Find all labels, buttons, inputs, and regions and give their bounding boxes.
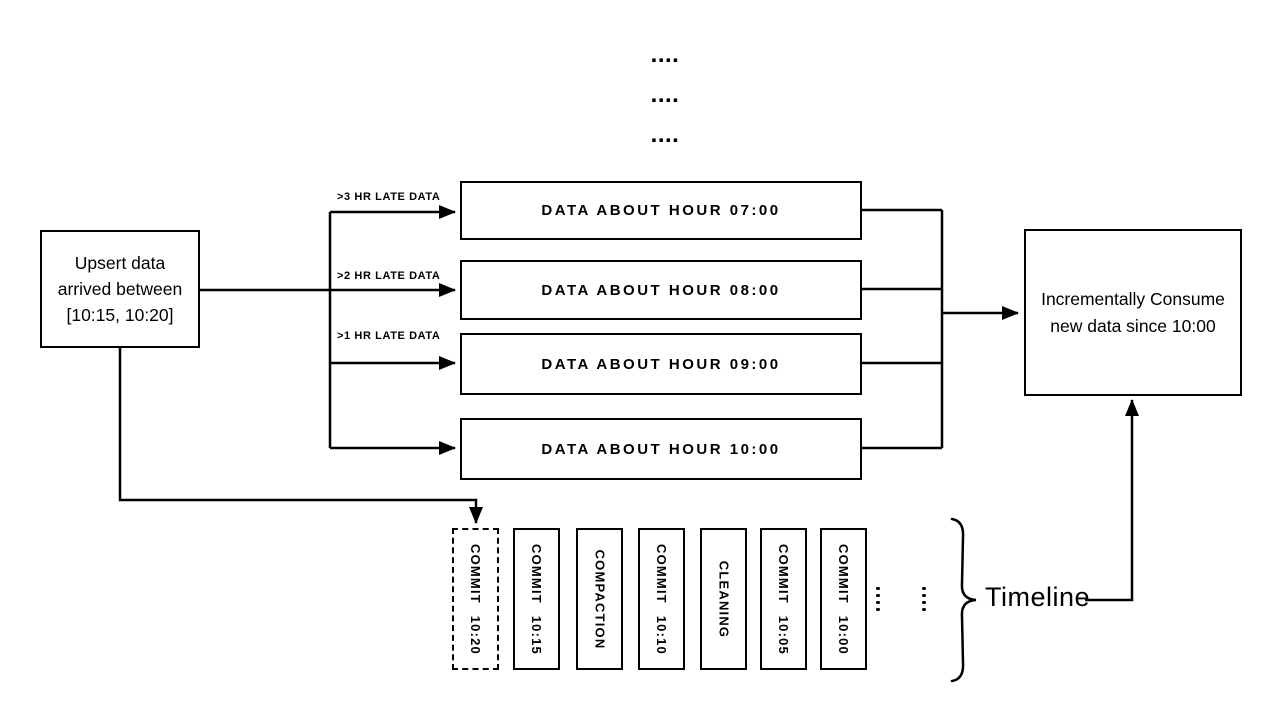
brace-icon <box>950 517 977 683</box>
hour-data-label: DATA ABOUT HOUR 10:00 <box>541 440 781 458</box>
arrow-timeline-to-consume <box>1085 399 1139 602</box>
hour-data-box-0700: DATA ABOUT HOUR 07:00 <box>460 181 862 240</box>
continuation-dots-top: .... <box>650 81 680 108</box>
timeline-commit-label: COMMIT 10:00 <box>836 543 852 655</box>
continuation-dots-top: .... <box>650 121 680 148</box>
timeline-commit-label: COMMIT 10:15 <box>529 543 545 655</box>
timeline-commit-box: COMMIT 10:15 <box>513 528 560 670</box>
continuation-dots-vertical <box>922 587 926 612</box>
arrow-leftbox-to-commit <box>118 348 483 524</box>
timeline-compaction-box: COMPACTION <box>576 528 623 670</box>
timeline-commit-label: COMPACTION <box>592 549 607 649</box>
hour-data-label: DATA ABOUT HOUR 08:00 <box>541 281 781 299</box>
late-data-label: >3 HR LATE DATA <box>337 191 441 203</box>
timeline-commit-label: COMMIT 10:10 <box>654 543 670 655</box>
timeline-commit-box: COMMIT 10:05 <box>760 528 807 670</box>
timeline-commit-label: CLEANING <box>716 560 731 638</box>
late-data-label: >1 HR LATE DATA <box>337 330 441 342</box>
incremental-consume-box: Incrementally Consume new data since 10:… <box>1024 229 1242 396</box>
upsert-data-line: Upsert data <box>74 252 166 273</box>
timeline-commit-label: COMMIT 10:05 <box>776 543 792 655</box>
hour-data-box-1000: DATA ABOUT HOUR 10:00 <box>460 418 862 480</box>
timeline-cleaning-box: CLEANING <box>700 528 747 670</box>
hour-data-box-0800: DATA ABOUT HOUR 08:00 <box>460 260 862 320</box>
incremental-consume-line: Incrementally Consume <box>1041 289 1225 310</box>
hour-data-label: DATA ABOUT HOUR 07:00 <box>541 202 781 219</box>
upsert-data-line: arrived between <box>57 278 183 299</box>
timeline-commit-label: COMMIT 10:20 <box>468 543 484 655</box>
upsert-data-box: Upsert data arrived between [10:15, 10:2… <box>40 230 200 348</box>
timeline-commit-box: COMMIT 10:00 <box>820 528 867 670</box>
timeline-label: Timeline <box>985 582 1091 612</box>
hour-data-label: DATA ABOUT HOUR 09:00 <box>541 355 781 373</box>
continuation-dots-vertical <box>876 587 880 612</box>
hour-data-box-0900: DATA ABOUT HOUR 09:00 <box>460 333 862 395</box>
upsert-data-line: [10:15, 10:20] <box>66 305 174 326</box>
continuation-dots-top: .... <box>650 41 680 68</box>
timeline-commit-box: COMMIT 10:10 <box>638 528 685 670</box>
late-data-label: >2 HR LATE DATA <box>337 270 441 282</box>
incremental-consume-line: new data since 10:00 <box>1050 315 1216 336</box>
timeline-commit-box-pending: COMMIT 10:20 <box>452 528 499 670</box>
